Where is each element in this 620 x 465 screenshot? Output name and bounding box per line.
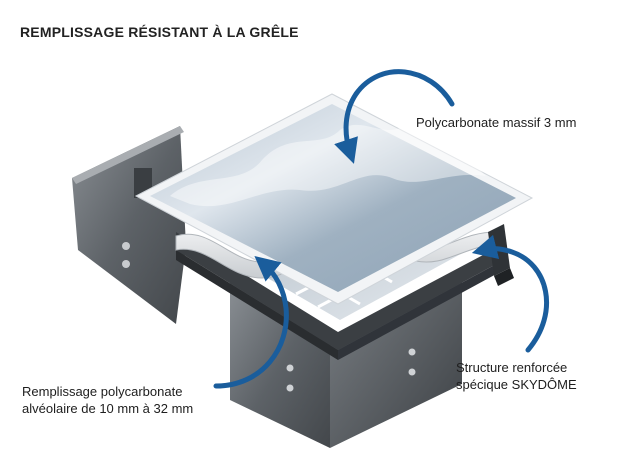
label-solid-polycarbonate-text: Polycarbonate massif 3 mm bbox=[416, 115, 577, 130]
label-alveolar-fill: Remplissage polycarbonate alvéolaire de … bbox=[22, 383, 193, 417]
base-curb bbox=[230, 270, 462, 448]
label-structure-line-1: Structure renforcée bbox=[456, 360, 568, 375]
label-fill-line-2: alvéolaire de 10 mm à 32 mm bbox=[22, 401, 194, 416]
callout-arrow-polycarbonate bbox=[334, 69, 455, 164]
label-reinforced-structure: Structure renforcée spécique SKYDÔME bbox=[456, 359, 577, 393]
label-solid-polycarbonate: Polycarbonate massif 3 mm bbox=[416, 114, 576, 131]
solid-polycarbonate-glazing bbox=[134, 93, 534, 305]
upstand-flap bbox=[72, 126, 186, 324]
callout-arrow-fill bbox=[213, 255, 289, 389]
callout-arrow-structure bbox=[471, 234, 550, 353]
label-structure-line-2: spécique SKYDÔME bbox=[456, 377, 577, 392]
label-fill-line-1: Remplissage polycarbonate bbox=[22, 384, 183, 399]
reinforced-structure-corner bbox=[488, 224, 514, 286]
diagram-title: REMPLISSAGE RÉSISTANT À LA GRÊLE bbox=[20, 24, 299, 40]
